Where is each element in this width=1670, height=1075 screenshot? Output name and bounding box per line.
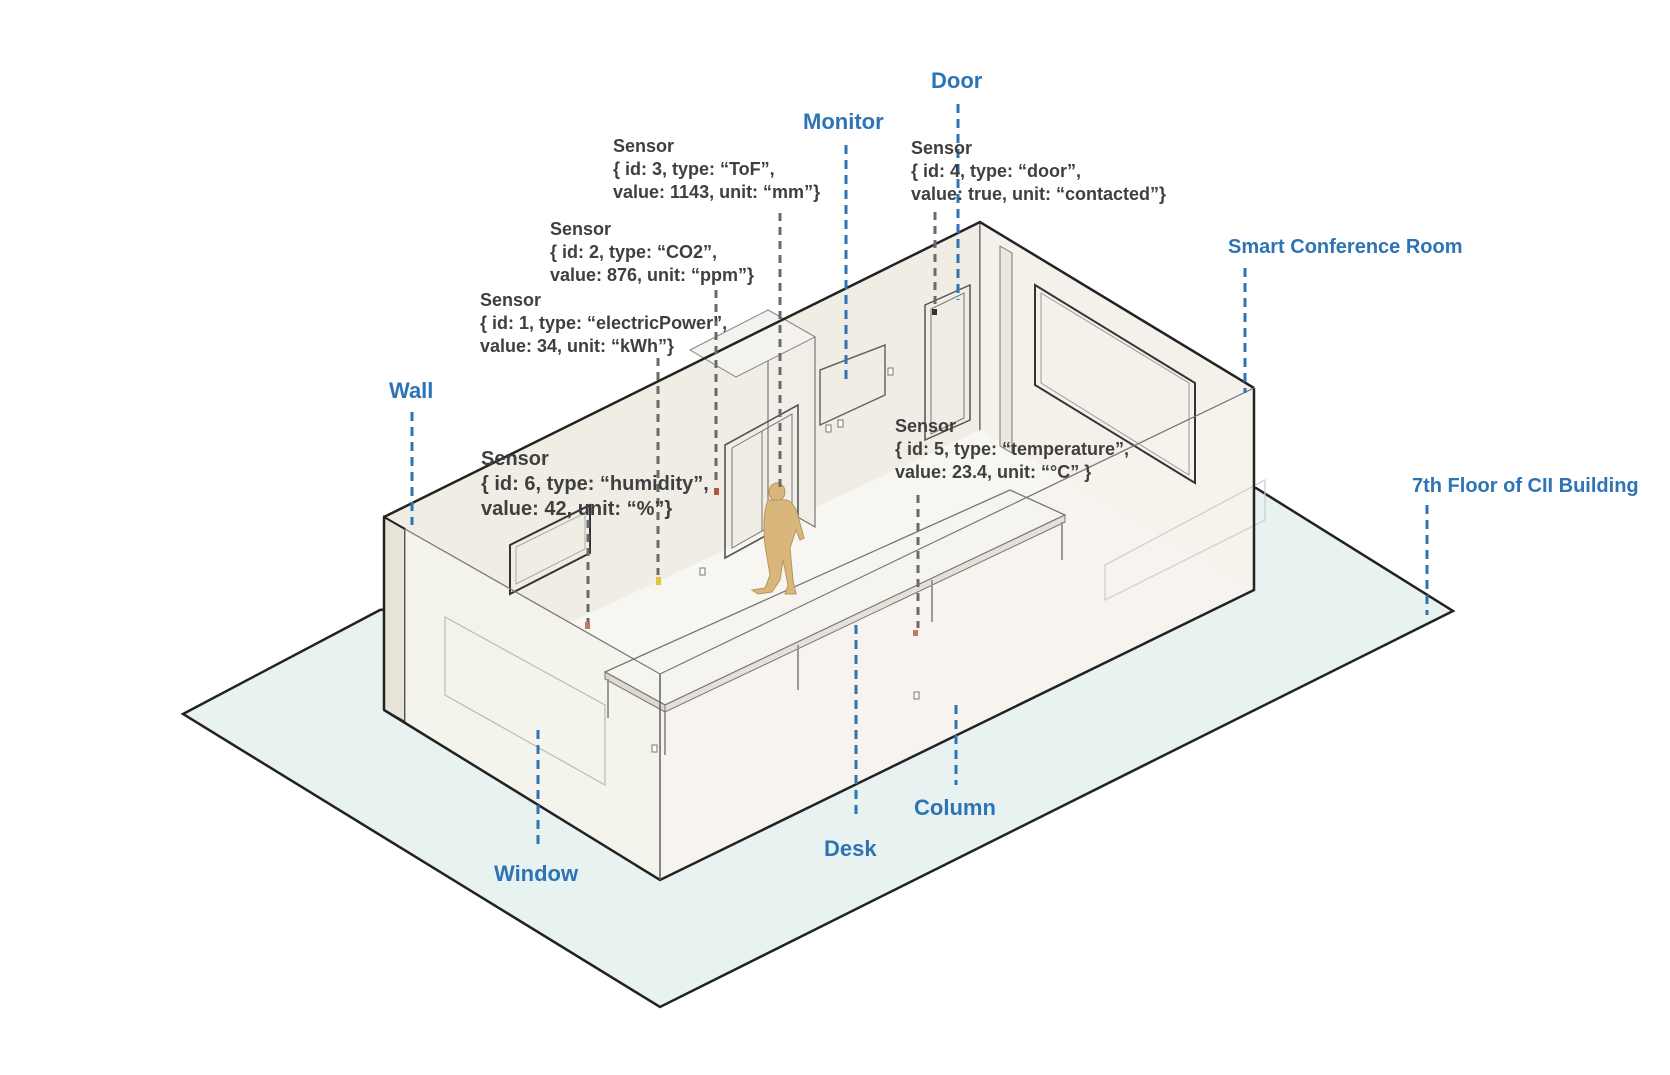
sensor-marker (651, 744, 658, 753)
sensor-title: Sensor (895, 416, 957, 436)
sensor-line: value: 1143, unit: “mm”} (613, 182, 821, 202)
sensor-line: value: 42, unit: “%”} (481, 498, 673, 520)
label-door: Door (931, 68, 983, 93)
sensor-title: Sensor (550, 219, 612, 239)
right-column (999, 245, 1013, 454)
sensor-line: value: 876, unit: “ppm”} (550, 265, 755, 285)
sensor-title: Sensor (911, 138, 973, 158)
sensor-line: value: 34, unit: “kWh”} (480, 336, 675, 356)
sensor-title: Sensor (481, 448, 549, 470)
person-figure (750, 482, 805, 595)
sensor-line: { id: 4, type: “door”, (911, 161, 1082, 181)
monitor-frame (819, 343, 886, 427)
sensor-marker (585, 622, 590, 629)
label-floor: 7th Floor of CII Building (1412, 475, 1639, 497)
sensor-annotation-electric-power: Sensor { id: 1, type: “electricPower”, v… (480, 289, 727, 358)
label-column: Column (914, 795, 996, 820)
sensor-annotation-tof: Sensor { id: 3, type: “ToF”, value: 1143… (613, 135, 820, 204)
sensor-annotation-door: Sensor { id: 4, type: “door”, value: tru… (911, 137, 1166, 206)
left-end-wall (383, 515, 406, 724)
label-room: Smart Conference Room (1228, 236, 1463, 258)
whiteboard (1034, 283, 1196, 485)
room-inner-top (404, 387, 1255, 675)
column-block-top (688, 309, 817, 378)
far-door-inner (930, 292, 965, 435)
sensor-marker (825, 424, 832, 433)
sensor-marker (913, 630, 918, 636)
sensor-marker (656, 577, 661, 585)
sensor-marker (714, 488, 719, 495)
desk-edge-2 (664, 514, 1066, 713)
front-window-2 (1104, 479, 1266, 601)
sensor-annotation-temperature: Sensor { id: 5, type: “temperature”, val… (895, 415, 1129, 484)
sensor-marker (887, 367, 894, 376)
front-window (444, 615, 606, 787)
sensor-title: Sensor (613, 136, 675, 156)
whiteboard-inner (1040, 292, 1190, 476)
sensor-annotation-humidity: Sensor { id: 6, type: “humidity”, value:… (481, 447, 709, 522)
sensor-title: Sensor (480, 290, 542, 310)
sensor-marker (699, 567, 706, 576)
sensor-line: value: 23.4, unit: “°C” } (895, 462, 1092, 482)
sensor-line: value: true, unit: “contacted”} (911, 184, 1167, 204)
label-monitor: Monitor (803, 109, 884, 134)
sensor-line: { id: 2, type: “CO2”, (550, 242, 718, 262)
sensor-marker (913, 691, 920, 700)
sensor-annotation-co2: Sensor { id: 2, type: “CO2”, value: 876,… (550, 218, 754, 287)
sensor-line: { id: 3, type: “ToF”, (613, 159, 775, 179)
far-door (924, 283, 971, 442)
label-window: Window (494, 861, 579, 886)
label-wall: Wall (389, 378, 434, 403)
sensor-marker (837, 419, 844, 428)
room-top-edge (383, 220, 1255, 519)
sensor-line: { id: 6, type: “humidity”, (481, 473, 709, 495)
sensor-line: { id: 5, type: “temperature”, (895, 439, 1130, 459)
sensor-marker (932, 309, 937, 315)
wall-window-inner (515, 512, 586, 585)
label-desk: Desk (824, 836, 877, 861)
sensor-line: { id: 1, type: “electricPower”, (480, 313, 728, 333)
wall-window (509, 503, 591, 596)
